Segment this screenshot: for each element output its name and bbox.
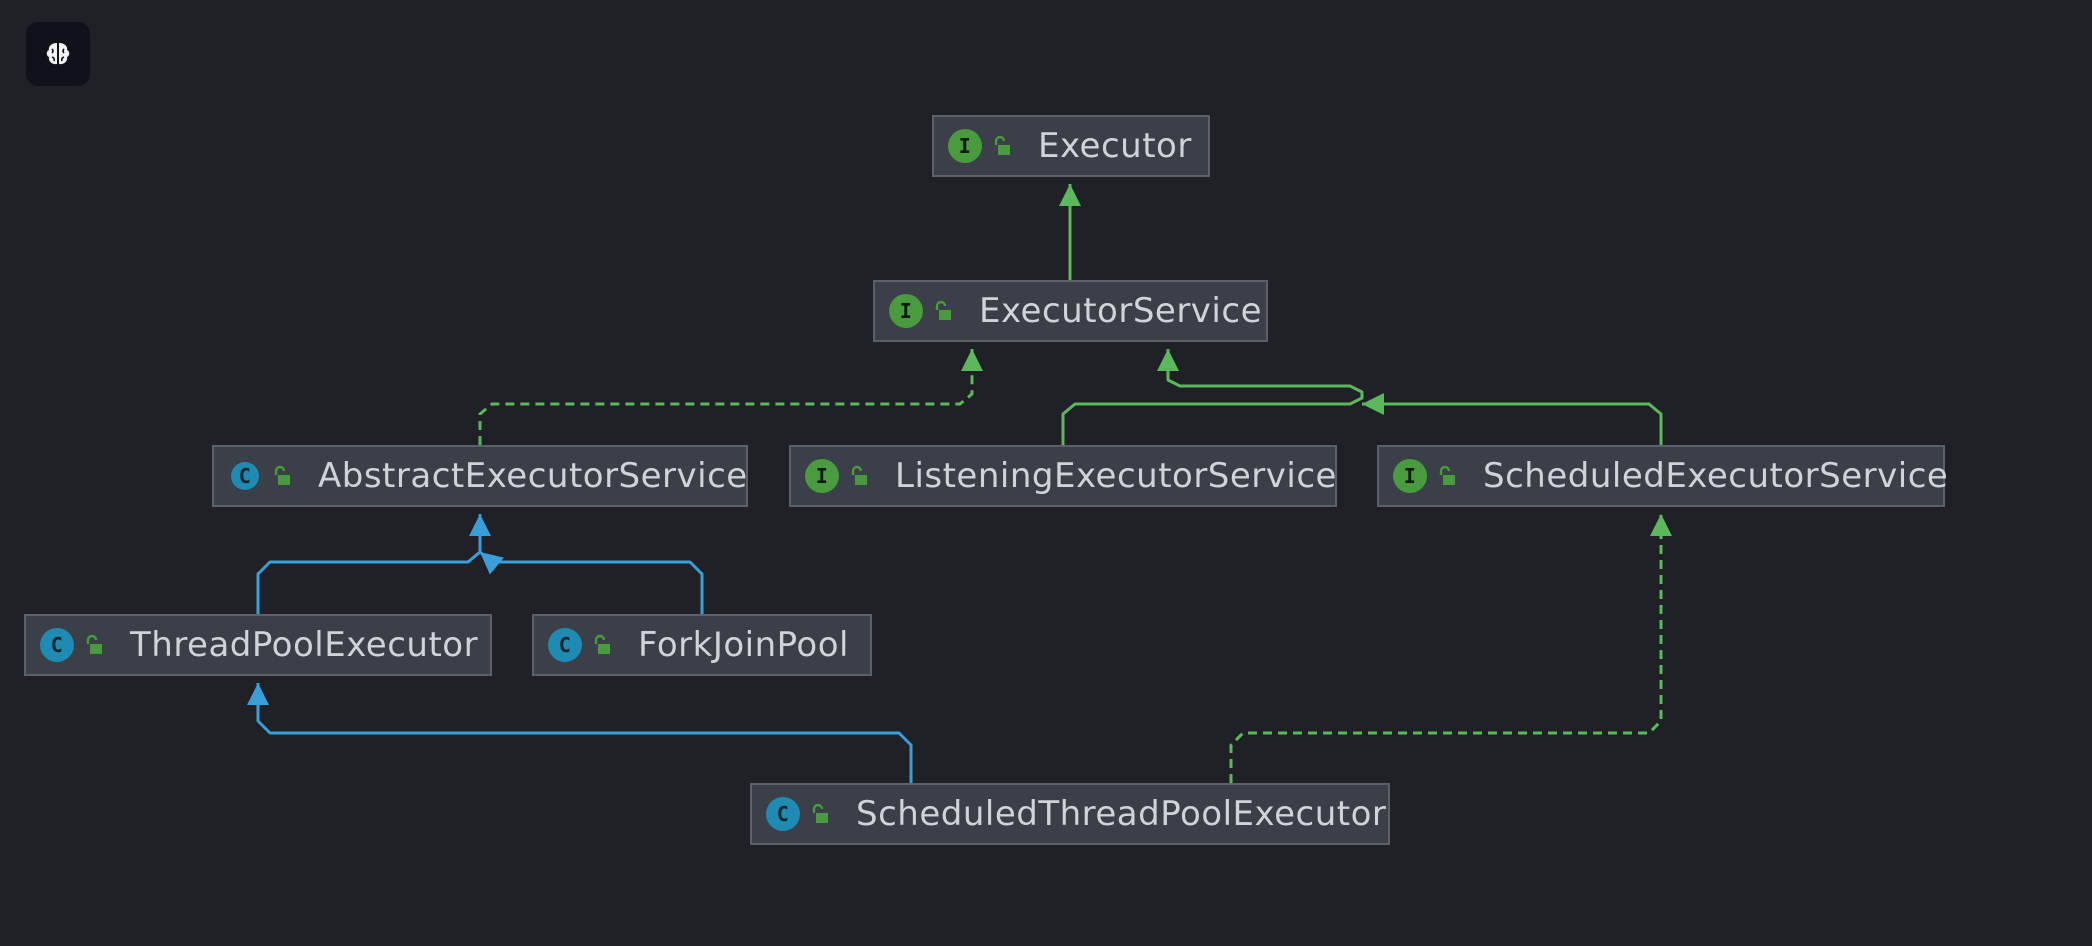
brain-icon xyxy=(46,43,70,65)
node-label: ScheduledThreadPoolExecutor xyxy=(856,794,1387,834)
node-label: AbstractExecutorService xyxy=(318,456,748,496)
node-fork-join-pool[interactable]: C ForkJoinPool xyxy=(532,614,872,676)
lock-open-icon xyxy=(86,634,102,654)
interface-badge-icon: I xyxy=(948,129,982,163)
edge-abstract-executor-service-to-executor-service xyxy=(478,349,974,445)
node-abstract-executor-service[interactable]: C AbstractExecutorService xyxy=(212,445,748,507)
arrowhead-executor-service xyxy=(1362,393,1384,415)
arrowhead-executor-service xyxy=(1157,349,1179,371)
lock-open-icon xyxy=(594,634,610,654)
logo-badge[interactable] xyxy=(26,22,90,86)
arrowhead-thread-pool-executor xyxy=(247,683,269,705)
edge-scheduled-thread-pool-executor-to-scheduled-executor-service xyxy=(1229,514,1663,783)
class-badge-icon: C xyxy=(548,628,582,662)
edge-scheduled-executor-service-to-executor-service xyxy=(1362,402,1663,445)
arrowhead-scheduled-executor-service xyxy=(1650,514,1672,536)
edge-listening-executor-service-to-executor-service xyxy=(1061,349,1364,445)
lock-open-icon xyxy=(274,465,290,485)
class-badge-icon: C xyxy=(40,628,74,662)
arrowhead-abstract-executor-service xyxy=(480,552,504,575)
node-label: ThreadPoolExecutor xyxy=(130,625,479,665)
arrowhead-executor-service xyxy=(961,349,983,371)
node-label: Executor xyxy=(1038,126,1192,166)
edge-fork-join-pool-to-abstract-executor-service xyxy=(479,550,704,614)
lock-open-icon xyxy=(994,135,1010,155)
class-badge-icon: C xyxy=(766,797,800,831)
edges-layer xyxy=(247,184,1672,783)
lock-open-icon xyxy=(851,465,867,485)
node-executor[interactable]: I Executor xyxy=(932,115,1210,177)
edge-thread-pool-executor-to-abstract-executor-service xyxy=(256,514,482,614)
node-scheduled-thread-pool-executor[interactable]: C ScheduledThreadPoolExecutor xyxy=(750,783,1390,845)
arrowhead-abstract-executor-service xyxy=(469,514,491,536)
interface-badge-icon: I xyxy=(889,294,923,328)
lock-open-icon xyxy=(812,803,828,823)
interface-badge-icon: I xyxy=(1393,459,1427,493)
node-label: ExecutorService xyxy=(979,291,1262,331)
interface-badge-icon: I xyxy=(805,459,839,493)
node-listening-executor-service[interactable]: I ListeningExecutorService xyxy=(789,445,1337,507)
edge-scheduled-thread-pool-executor-to-thread-pool-executor xyxy=(256,683,913,783)
node-label: ForkJoinPool xyxy=(638,625,849,665)
lock-open-icon xyxy=(935,300,951,320)
node-label: ScheduledExecutorService xyxy=(1483,456,1949,496)
node-label: ListeningExecutorService xyxy=(895,456,1337,496)
node-executor-service[interactable]: I ExecutorService xyxy=(873,280,1268,342)
node-scheduled-executor-service[interactable]: I ScheduledExecutorService xyxy=(1377,445,1949,507)
abstract-class-badge-icon: C xyxy=(228,459,262,493)
lock-open-icon xyxy=(1439,465,1455,485)
arrowhead-executor xyxy=(1059,184,1081,206)
node-thread-pool-executor[interactable]: C ThreadPoolExecutor xyxy=(24,614,492,676)
